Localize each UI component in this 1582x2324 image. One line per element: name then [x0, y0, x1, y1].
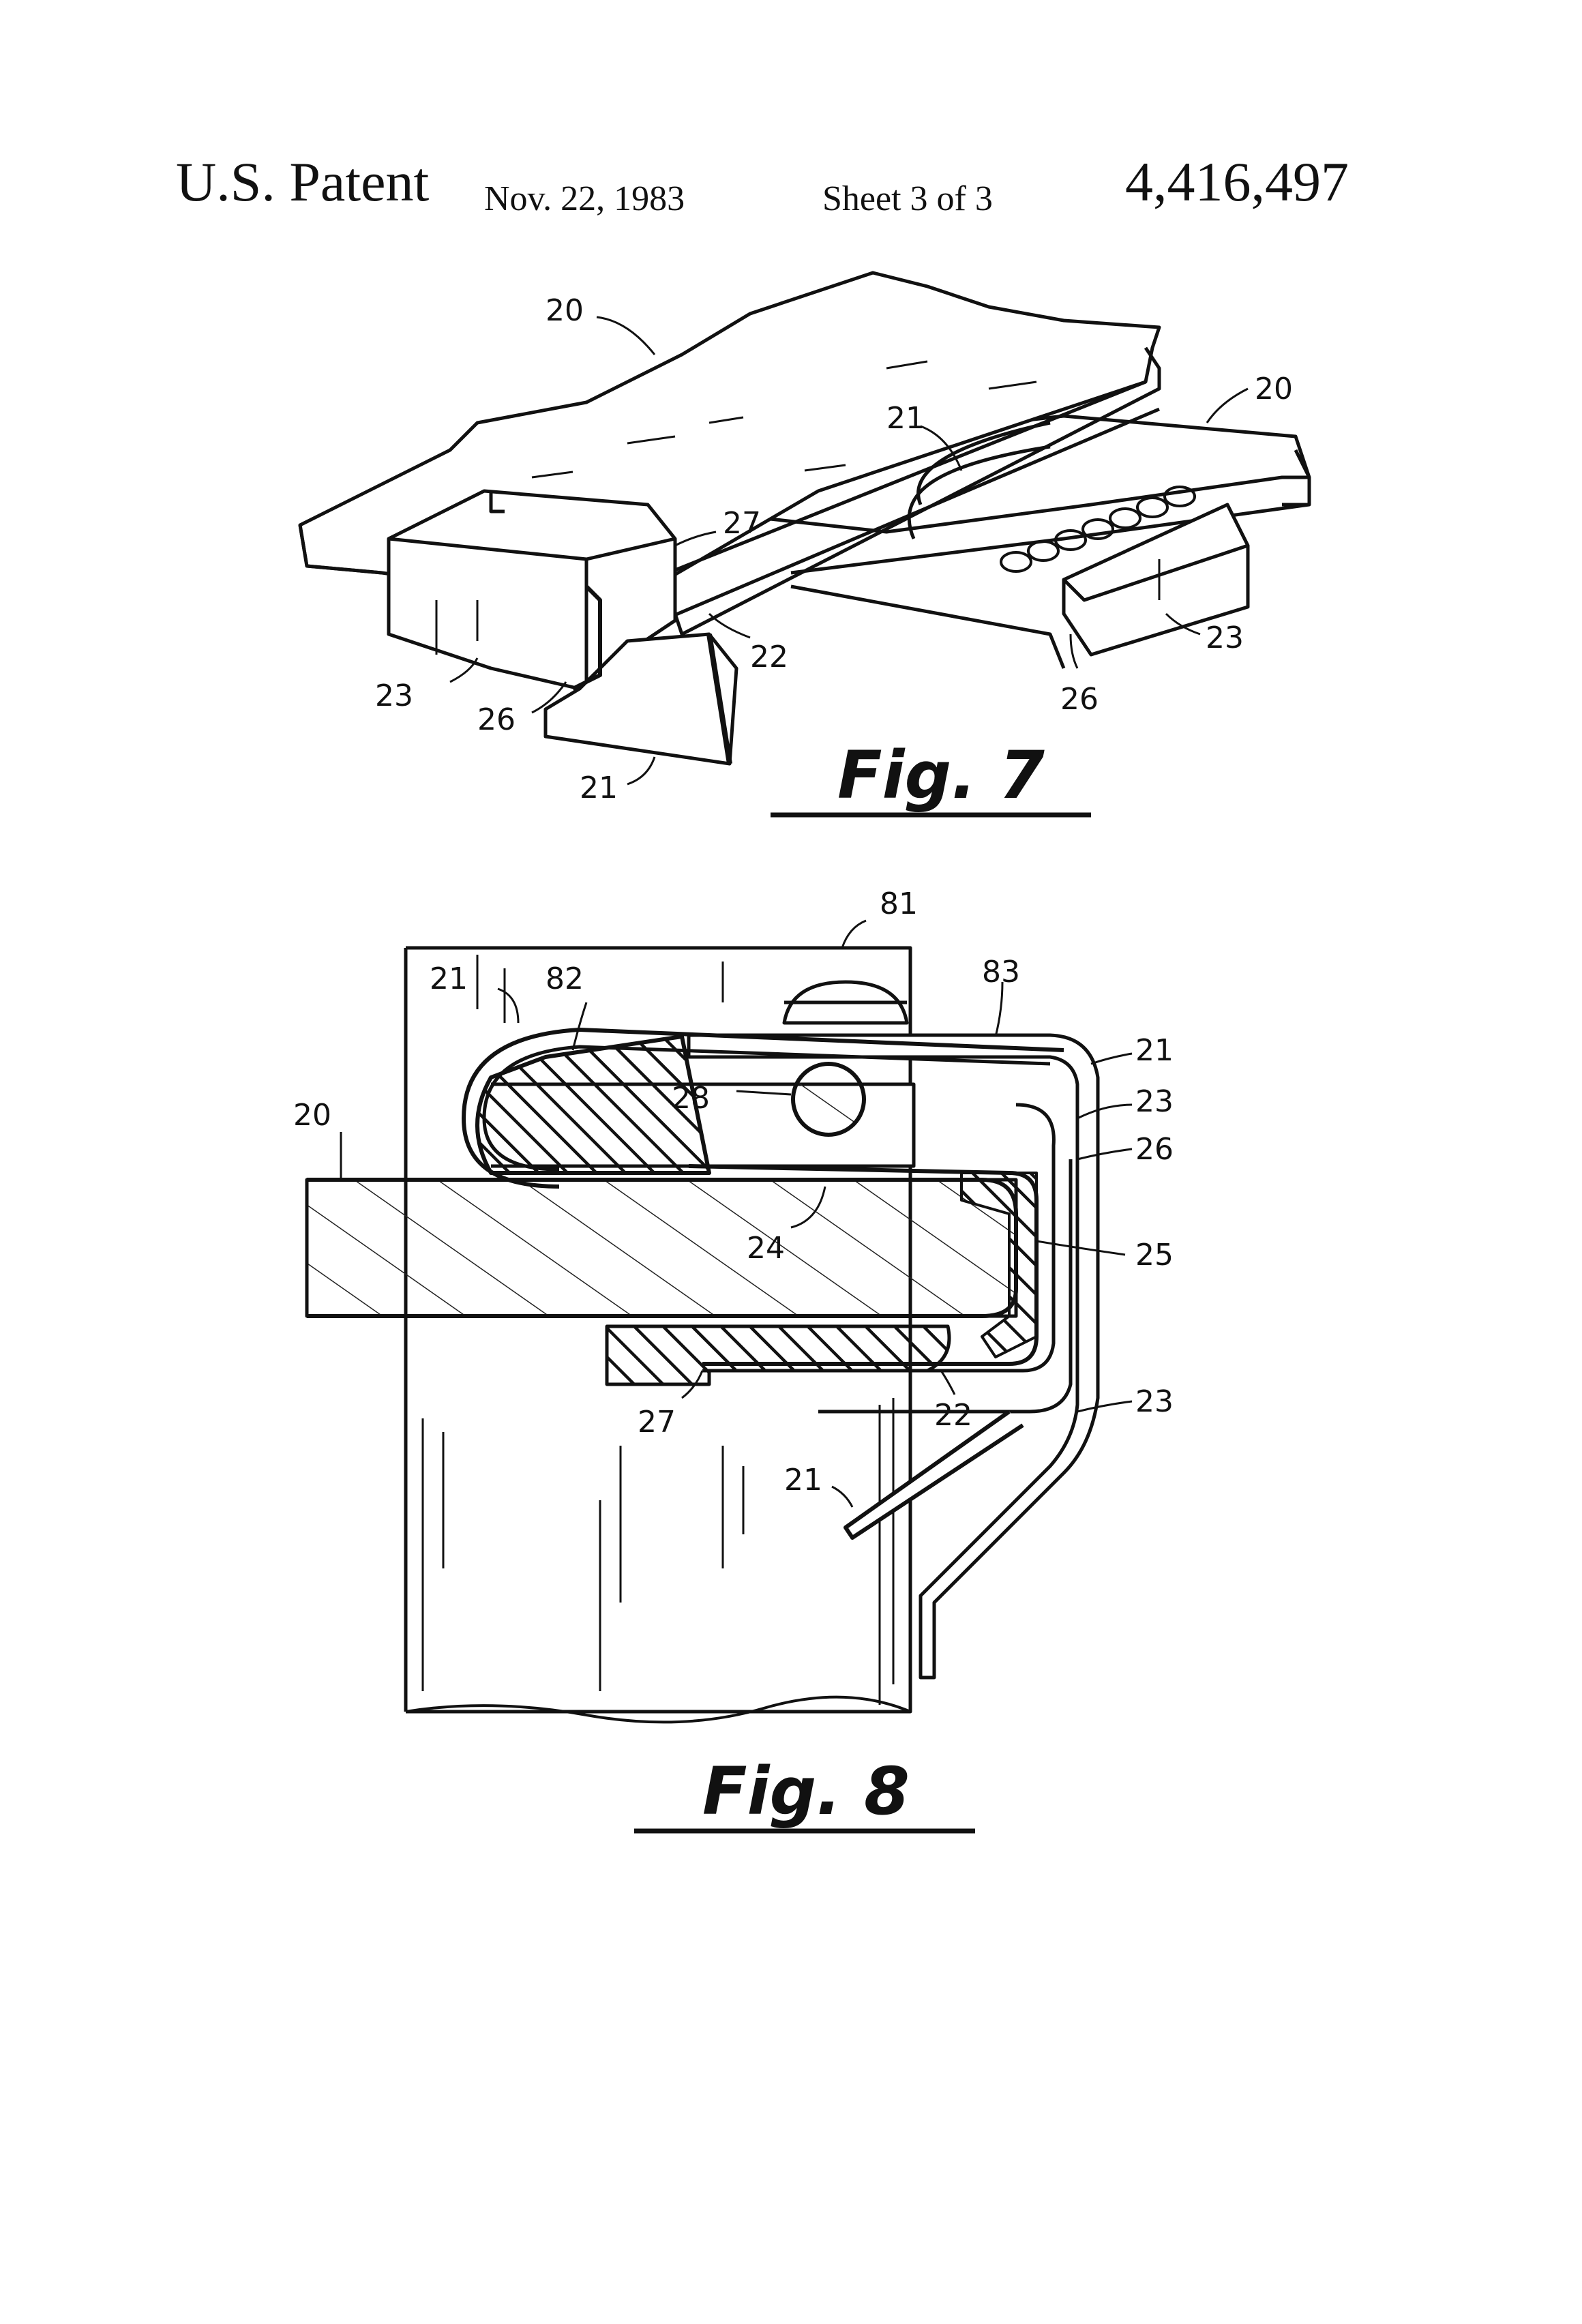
fig8-label-22: 22 — [934, 1398, 972, 1433]
fig7-label-20-right: 20 — [1255, 372, 1293, 406]
fig7-label-26-left: 26 — [477, 702, 516, 737]
fig8-label-25: 25 — [1135, 1238, 1174, 1272]
fig7-label-22: 22 — [750, 640, 788, 674]
fig8-label-21-lower: 21 — [784, 1463, 822, 1498]
fig7-label-27: 27 — [723, 506, 761, 541]
fig7-caption: Fig. 7 — [837, 737, 1045, 814]
fig8-label-28: 28 — [672, 1081, 710, 1116]
fig8-label-23-lower: 23 — [1135, 1384, 1174, 1419]
fig8-label-81: 81 — [880, 887, 918, 921]
fig7-label-21-bottom: 21 — [580, 771, 618, 805]
fig8-label-21-right: 21 — [1135, 1033, 1174, 1068]
fig7-label-26-right: 26 — [1060, 682, 1099, 717]
figure-8 — [307, 921, 1132, 1722]
fig8-label-82: 82 — [546, 962, 584, 996]
fig7-label-23-left: 23 — [375, 679, 413, 713]
figure-7 — [300, 273, 1309, 784]
fig7-label-21-top: 21 — [886, 401, 925, 436]
fig7-label-20-left: 20 — [546, 293, 584, 328]
fig8-label-24: 24 — [747, 1231, 785, 1266]
fig8-label-20: 20 — [293, 1098, 331, 1133]
fig8-label-21-upper: 21 — [430, 962, 468, 996]
fig8-label-23-upper: 23 — [1135, 1084, 1174, 1119]
fig8-label-83: 83 — [982, 955, 1020, 989]
fig8-caption: Fig. 8 — [702, 1753, 910, 1830]
fig8-label-26: 26 — [1135, 1132, 1174, 1167]
fig7-label-23-right: 23 — [1206, 621, 1244, 655]
fig8-label-27: 27 — [638, 1405, 676, 1440]
